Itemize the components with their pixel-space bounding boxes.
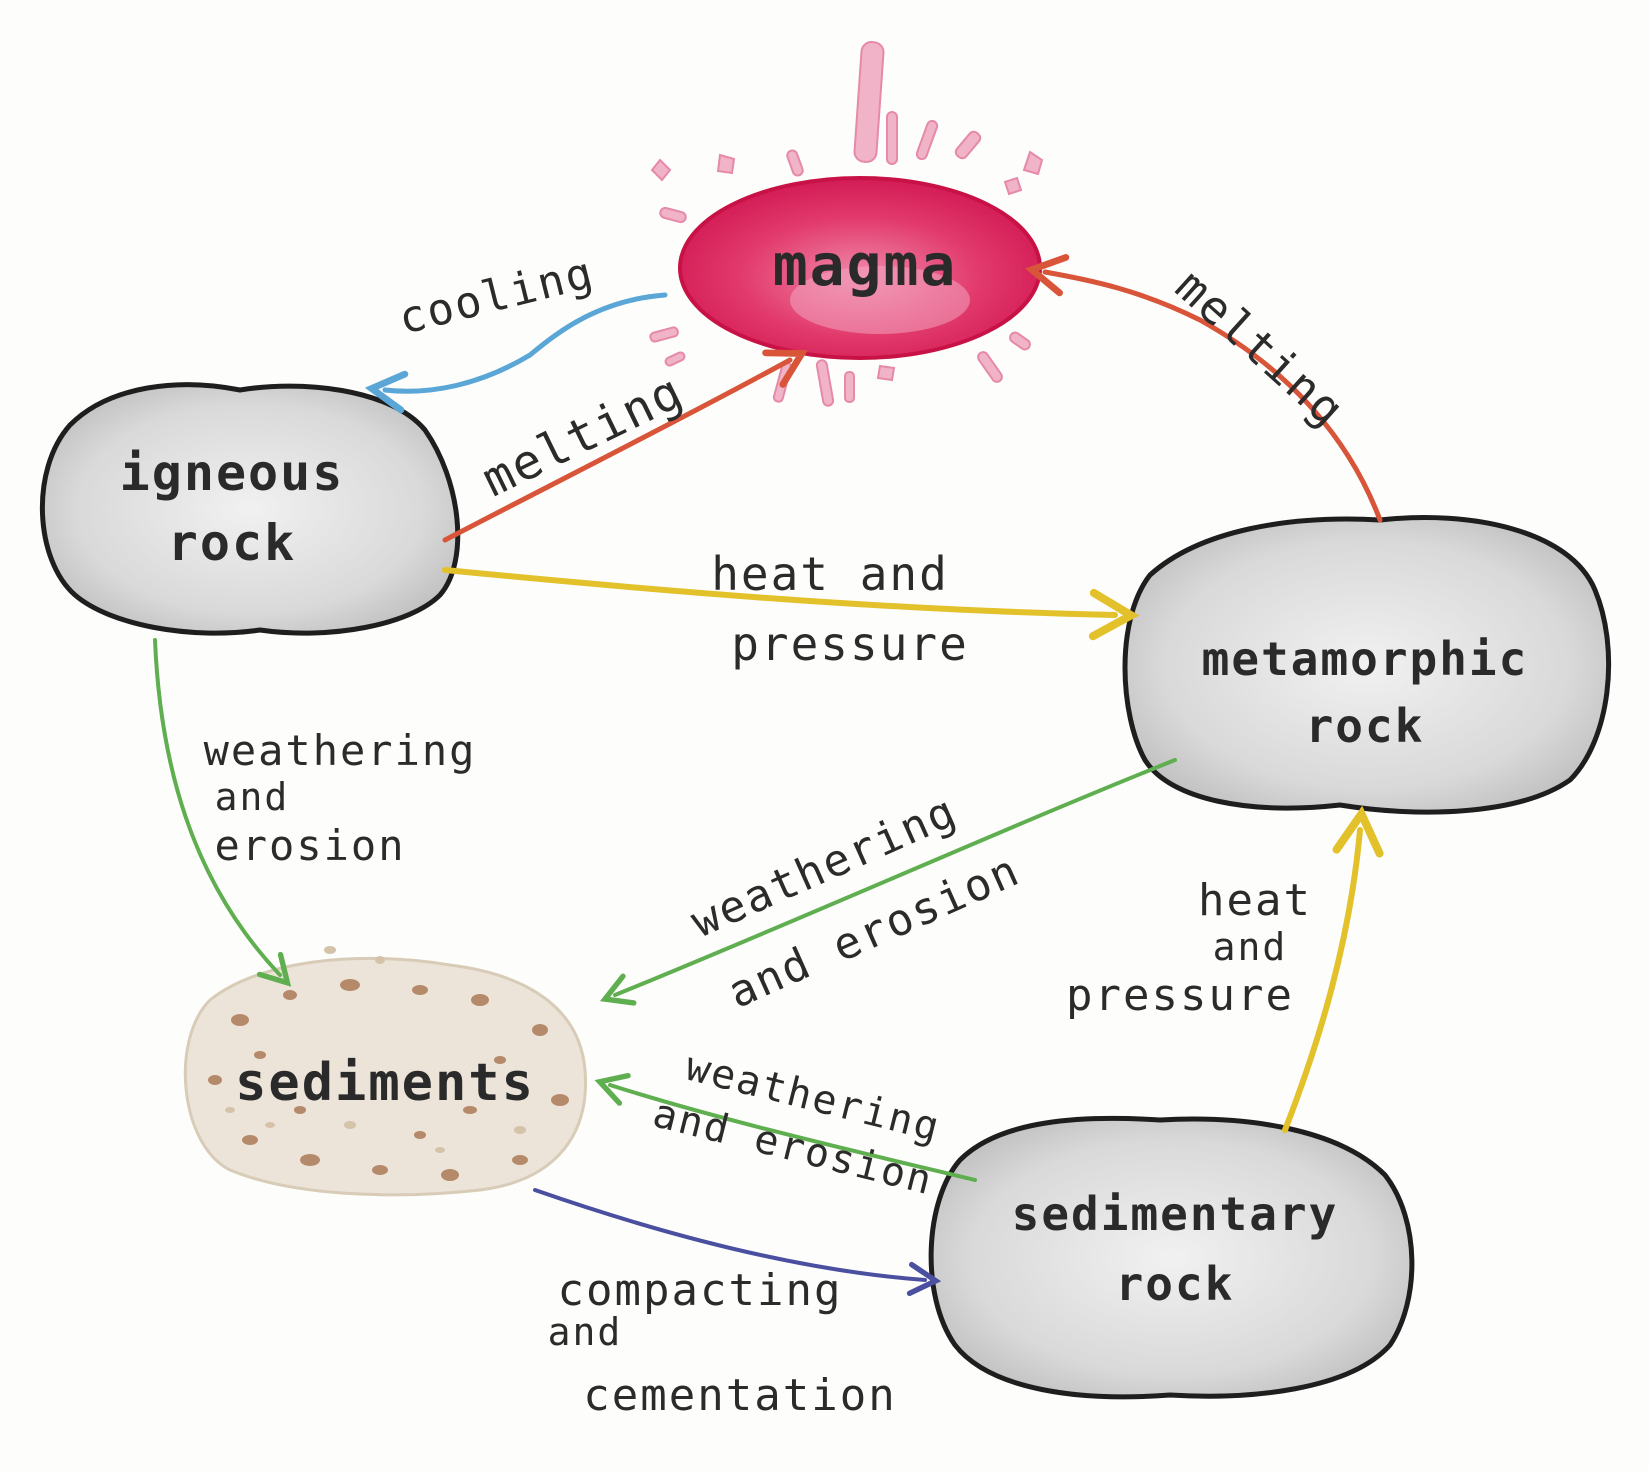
igneous-rock-label-line2: rock	[168, 514, 296, 572]
sedimentary-rock-label-line2: rock	[1116, 1257, 1235, 1311]
compacting-label-line3: cementation	[583, 1370, 896, 1421]
sediment-grains-light	[225, 946, 526, 1153]
sediments-shape	[183, 956, 588, 1197]
sedimentary-rock-label-line1: sedimentary	[1012, 1187, 1339, 1241]
sedimentary-rock-node: sedimentary rock	[928, 1115, 1415, 1400]
igneous-rock-label-line1: igneous	[120, 444, 345, 502]
sediments-label: sediments	[235, 1053, 535, 1113]
edge-sedimentary-heat-pressure: heat and pressure	[1066, 805, 1384, 1133]
metamorphic-melting-arrow	[1025, 254, 1383, 523]
sedimentary-heat-pressure-label-line2: and	[1213, 925, 1288, 969]
sedimentary-weathering-arrow	[594, 1072, 977, 1182]
magma-label: magma	[773, 231, 958, 299]
sedimentary-heat-pressure-arrow	[1282, 805, 1384, 1133]
cooling-label: cooling	[394, 247, 600, 345]
compacting-label-line2: and	[548, 1310, 623, 1354]
edge-cooling: cooling	[364, 247, 668, 414]
igneous-weathering-label-line3: erosion	[214, 821, 405, 870]
edge-sedimentary-weathering: weathering and erosion	[594, 1044, 977, 1204]
cooling-arrow	[364, 292, 668, 414]
edge-igneous-melting: melting	[442, 349, 808, 543]
igneous-weathering-label-line1: weathering	[204, 726, 477, 775]
compacting-arrow	[533, 1188, 942, 1296]
edge-metamorphic-melting: melting	[1025, 254, 1383, 523]
metamorphic-rock-label-line2: rock	[1306, 699, 1425, 753]
sedimentary-heat-pressure-label-line1: heat	[1198, 875, 1312, 926]
edge-compacting: compacting and cementation	[533, 1188, 942, 1421]
metamorphic-melting-label: melting	[1165, 258, 1356, 437]
sedimentary-heat-pressure-label-line3: pressure	[1066, 970, 1294, 1021]
igneous-melting-arrow	[442, 349, 808, 543]
edge-igneous-weathering: weathering and erosion	[153, 638, 477, 987]
igneous-heat-pressure-arrow	[442, 567, 1140, 641]
edge-igneous-heat-pressure: heat and pressure	[442, 547, 1140, 671]
igneous-melting-label: melting	[474, 363, 693, 508]
igneous-heat-pressure-label-line2: pressure	[731, 617, 969, 671]
sedimentary-rock-shape	[928, 1115, 1415, 1400]
igneous-heat-pressure-label-line1: heat and	[711, 547, 949, 601]
sediment-grains	[208, 979, 569, 1181]
metamorphic-rock-label-line1: metamorphic	[1202, 632, 1529, 686]
metamorphic-rock-node: metamorphic rock	[1122, 515, 1612, 815]
igneous-rock-shape	[39, 382, 461, 636]
magma-highlight	[790, 266, 970, 334]
igneous-rock-node: igneous rock	[39, 382, 461, 636]
sediments-node: sediments	[183, 946, 588, 1197]
metamorphic-weathering-arrow	[599, 758, 1177, 1006]
igneous-weathering-label-line2: and	[215, 775, 290, 819]
igneous-weathering-arrow	[153, 638, 292, 987]
magma-node: magma	[649, 41, 1044, 407]
compacting-label-line1: compacting	[558, 1265, 843, 1316]
